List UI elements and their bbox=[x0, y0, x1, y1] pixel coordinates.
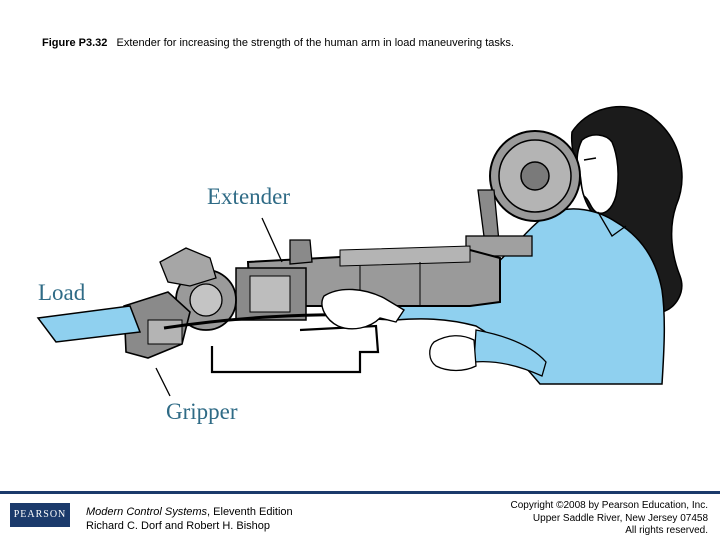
label-extender: Extender bbox=[207, 184, 291, 209]
copyright-line-2: Upper Saddle River, New Jersey 07458 bbox=[532, 512, 708, 524]
collar bbox=[597, 211, 627, 237]
figure-number: Figure P3.32 bbox=[42, 37, 108, 49]
face bbox=[576, 134, 619, 214]
copyright-notice: Copyright ©2008 by Pearson Education, In… bbox=[448, 500, 709, 538]
near-hand bbox=[321, 288, 405, 330]
far-arm bbox=[473, 329, 547, 377]
book-citation: Modern Control Systems, Eleventh Edition… bbox=[86, 505, 293, 533]
gripper-pointer bbox=[155, 367, 171, 397]
extender-illustration bbox=[36, 106, 683, 397]
figure-caption-text: Extender for increasing the strength of … bbox=[116, 37, 514, 49]
extender-pointer bbox=[261, 217, 283, 263]
book-edition: , Eleventh Edition bbox=[207, 506, 293, 518]
load-object bbox=[36, 305, 142, 343]
footer-divider bbox=[0, 491, 720, 494]
book-authors: Richard C. Dorf and Robert H. Bishop bbox=[86, 520, 271, 532]
far-hand bbox=[429, 335, 477, 372]
copyright-line-1: Copyright ©2008 by Pearson Education, In… bbox=[510, 500, 709, 511]
eye bbox=[583, 157, 597, 161]
book-title: Modern Control Systems bbox=[86, 506, 208, 518]
figure-caption: Figure P3.32 Extender for increasing the… bbox=[42, 37, 702, 49]
label-load: Load bbox=[38, 280, 86, 305]
copyright-line-3: All rights reserved. bbox=[625, 525, 708, 536]
label-gripper: Gripper bbox=[166, 399, 238, 424]
pearson-logo: PEARSON bbox=[10, 503, 70, 527]
